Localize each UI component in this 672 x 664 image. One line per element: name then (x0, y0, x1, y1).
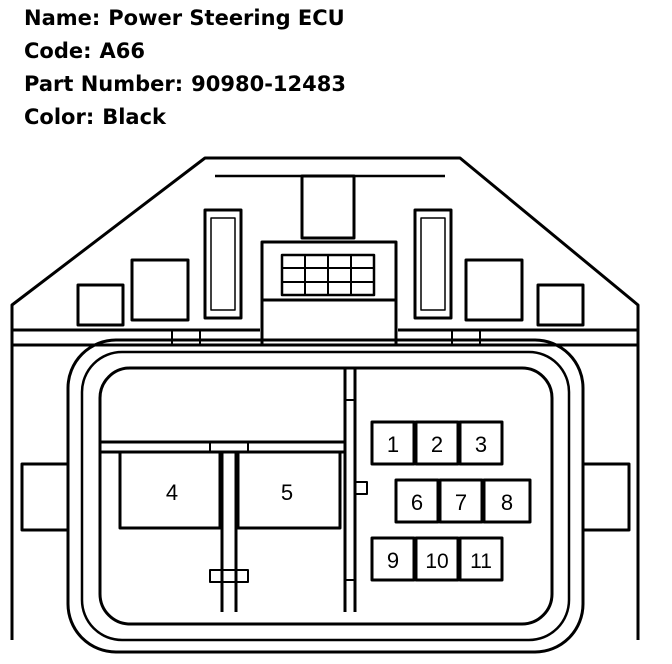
lock-tab-top (300, 174, 356, 240)
large-cavity-center-cap (209, 441, 249, 453)
pin-9-label: 9 (387, 548, 399, 573)
pin-7-label: 7 (455, 490, 467, 515)
tall-slot-left-inner (210, 217, 236, 311)
band-notch-left (171, 329, 201, 346)
code-line: Code: A66 (24, 39, 145, 63)
lock-tab-body (260, 240, 398, 345)
code-value: A66 (99, 39, 145, 63)
pin-4: 4 (118, 450, 222, 530)
pin-11-label: 11 (470, 550, 492, 573)
band-notch-right (451, 329, 481, 346)
color-value: Black (102, 105, 167, 129)
large-cavity-post-foot (209, 569, 249, 583)
pin-2-label: 2 (431, 432, 443, 457)
name-line: Name: Power Steering ECU (24, 6, 345, 30)
pin-3-label: 3 (475, 432, 487, 457)
pin-2: 2 (414, 420, 460, 466)
pin-8-label: 8 (501, 490, 513, 515)
pin-10-label: 10 (425, 550, 448, 573)
side-latch-left (20, 462, 70, 532)
pin-1-label: 1 (387, 432, 399, 457)
pin-3: 3 (458, 420, 504, 466)
pin-5: 5 (236, 450, 342, 530)
face-outline-mid (80, 350, 571, 642)
top-pad-left-inner (130, 258, 190, 322)
pin-8: 8 (482, 478, 532, 524)
part-number-line: Part Number: 90980-12483 (24, 72, 346, 96)
side-latch-right (581, 462, 631, 532)
pin-6: 6 (394, 478, 440, 524)
top-pad-left-outer (76, 283, 125, 327)
tall-slot-right-inner (420, 217, 446, 311)
housing-outline (10, 156, 640, 640)
color-line: Color: Black (24, 105, 166, 129)
pin-9: 9 (370, 536, 416, 582)
face-outline-inner (98, 366, 554, 626)
tall-slot-right (413, 208, 453, 320)
part-number-value: 90980-12483 (191, 72, 346, 96)
part-number-label: Part Number: (24, 72, 184, 96)
pin-1: 1 (370, 420, 416, 466)
pin-11: 11 (458, 536, 504, 582)
top-pad-right-outer (536, 283, 585, 327)
code-label: Code: (24, 39, 92, 63)
tall-slot-left (203, 208, 243, 320)
divider-nub (354, 481, 368, 495)
color-label: Color: (24, 105, 95, 129)
name-value: Power Steering ECU (108, 6, 345, 30)
pin-4-label: 4 (166, 480, 178, 505)
name-label: Name: (24, 6, 101, 30)
pin-5-label: 5 (281, 480, 293, 505)
face-outline-outer (66, 338, 585, 654)
top-pad-right-inner (464, 258, 524, 322)
pin-7: 7 (438, 478, 484, 524)
pin-10: 10 (414, 536, 460, 582)
pin-6-label: 6 (411, 490, 423, 515)
